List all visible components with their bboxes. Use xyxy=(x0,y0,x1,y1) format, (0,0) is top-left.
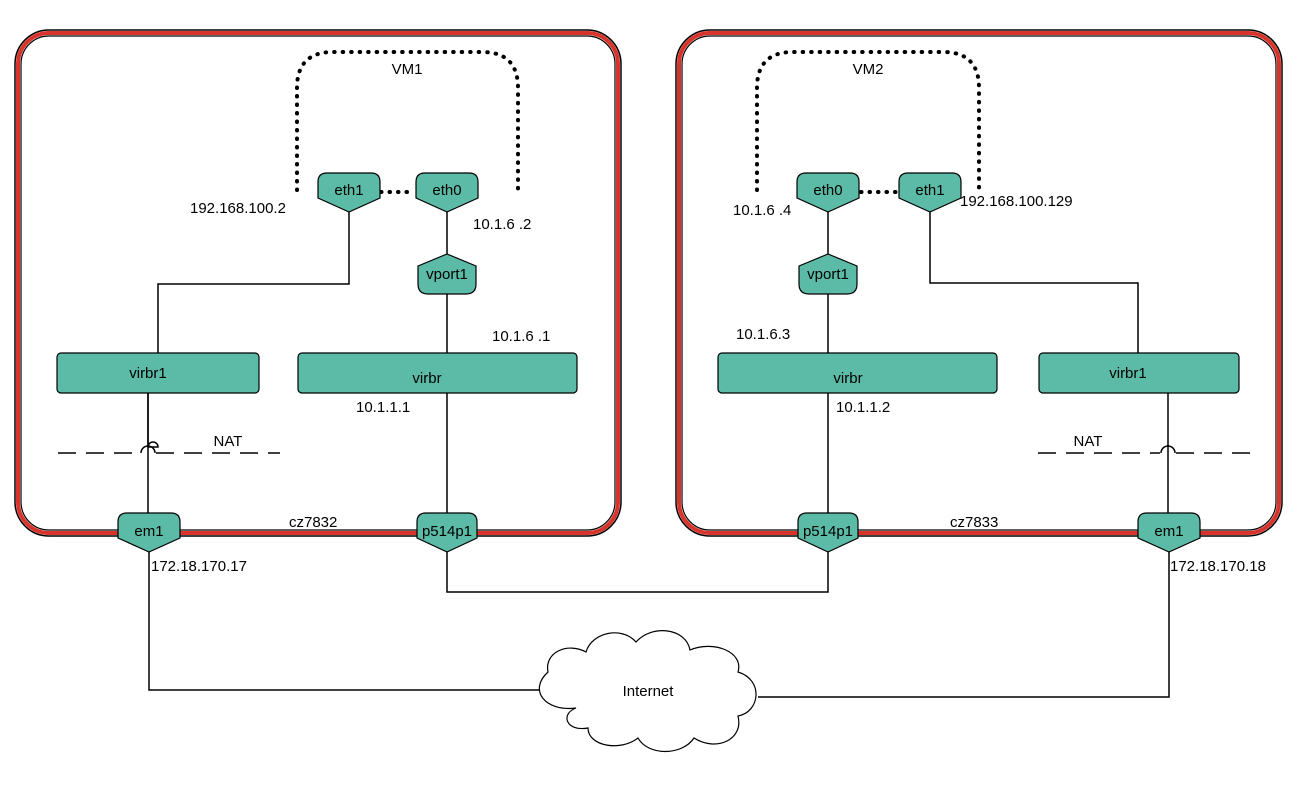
vm2-eth0-ip: 10.1.6 .4 xyxy=(733,202,791,219)
host2-virbr1-bridge[interactable]: virbr1 xyxy=(1038,352,1240,394)
host-cz7832-red-border xyxy=(16,31,620,535)
host1-virbr1-bridge[interactable]: virbr1 xyxy=(56,352,260,394)
vm2-label: VM2 xyxy=(853,61,884,78)
wire-eth1-virbr1 xyxy=(157,212,350,354)
vm1-eth1-port[interactable]: eth1 xyxy=(317,172,381,213)
host2-virbr-label: virbr xyxy=(833,370,862,387)
wire-vm2-eth1-virbr1 xyxy=(929,212,1139,354)
host1-em1-ip: 172.18.170.17 xyxy=(151,558,247,575)
internet-cloud: Internet xyxy=(538,630,757,752)
internet-label: Internet xyxy=(623,683,675,700)
host-cz7832-outer-border xyxy=(14,29,622,537)
wire-em1-internet-left xyxy=(148,552,548,691)
vm2-eth0-port[interactable]: eth0 xyxy=(796,172,860,213)
nat-hop-arc-right xyxy=(1160,445,1176,454)
vm1-label: VM1 xyxy=(392,61,423,78)
vm2-boundary xyxy=(755,50,981,192)
host2-em1-label: em1 xyxy=(1154,523,1183,540)
host2-p514p1-nic[interactable]: p514p1 xyxy=(797,512,859,553)
host-cz7833: VM2 NAT eth0 eth1 10.1.6 .4 192.168.100.… xyxy=(675,29,1283,575)
host1-virbr-ip-bottom: 10.1.1.1 xyxy=(356,399,410,416)
host1-virbr-ip-top: 10.1.6 .1 xyxy=(492,328,550,345)
wire-virbr1-hop xyxy=(147,392,159,448)
host1-p514p1-nic[interactable]: p514p1 xyxy=(416,512,478,553)
nat-label-right: NAT xyxy=(1074,433,1103,450)
host1-p514p1-label: p514p1 xyxy=(422,523,472,540)
host-cz7833-red-border xyxy=(677,31,1281,535)
host2-virbr-ip-bottom: 10.1.1.2 xyxy=(836,399,890,416)
vm1-eth1-label: eth1 xyxy=(334,182,363,199)
wire-em1-internet-right xyxy=(758,552,1170,698)
vm1-eth0-port[interactable]: eth0 xyxy=(415,172,479,213)
wire-p514p1-interconnect xyxy=(446,552,829,593)
host-cz7832: VM1 NAT eth1 eth0 192.168.100.2 10.1.6 .… xyxy=(14,29,622,575)
nat-label-left: NAT xyxy=(214,433,243,450)
host2-name: cz7833 xyxy=(950,514,998,531)
host1-name: cz7832 xyxy=(289,514,337,531)
host1-virbr-label: virbr xyxy=(412,370,441,387)
vm2-eth1-label: eth1 xyxy=(915,182,944,199)
vm1-eth1-ip: 192.168.100.2 xyxy=(190,200,286,217)
host2-p514p1-label: p514p1 xyxy=(803,523,853,540)
host2-virbr-ip-top: 10.1.6.3 xyxy=(736,326,790,343)
host1-em1-label: em1 xyxy=(134,523,163,540)
vm2-eth1-ip: 192.168.100.129 xyxy=(960,193,1073,210)
nat-hop-arc xyxy=(140,445,156,454)
host-cz7832-inner-border xyxy=(20,35,616,531)
host2-em1-ip: 172.18.170.18 xyxy=(1170,558,1266,575)
host2-virbr1-label: virbr1 xyxy=(1109,365,1147,382)
host2-vport1[interactable]: vport1 xyxy=(798,253,858,295)
host2-em1-nic[interactable]: em1 xyxy=(1137,512,1201,553)
vm2-eth1-port[interactable]: eth1 xyxy=(898,172,962,213)
host1-virbr-bridge[interactable]: virbr xyxy=(297,352,578,394)
host-cz7833-outer-border xyxy=(675,29,1283,537)
host2-virbr-bridge[interactable]: virbr xyxy=(717,352,998,394)
host1-em1-nic[interactable]: em1 xyxy=(117,512,181,553)
host2-vport1-label: vport1 xyxy=(807,266,849,283)
host1-virbr1-label: virbr1 xyxy=(129,365,167,382)
vm1-eth0-label: eth0 xyxy=(432,182,461,199)
vm1-boundary xyxy=(295,50,520,192)
host1-vport1[interactable]: vport1 xyxy=(417,253,477,295)
host-cz7833-inner-border xyxy=(681,35,1277,531)
vm1-eth0-ip: 10.1.6 .2 xyxy=(473,216,531,233)
vm2-eth0-label: eth0 xyxy=(813,182,842,199)
host1-vport1-label: vport1 xyxy=(426,266,468,283)
